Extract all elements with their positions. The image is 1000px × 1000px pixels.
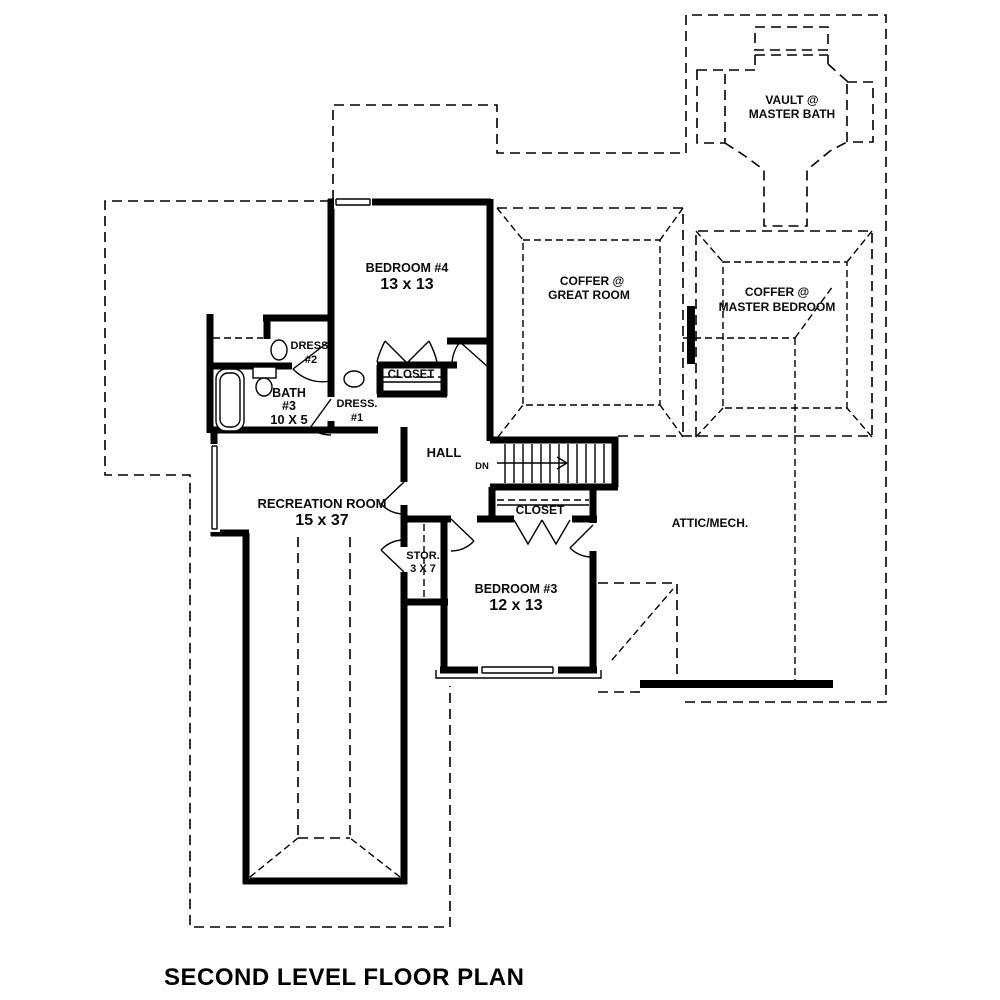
bedroom4-window [334, 195, 372, 209]
dashed-details [213, 337, 589, 599]
room-label-coffer-master-line2: MASTER BEDROOM [719, 300, 836, 314]
bedroom3-window [435, 663, 602, 679]
room-dims-bath3: 10 X 5 [270, 412, 308, 427]
fixtures-layer [215, 339, 365, 432]
room-label-storage: STOR. [406, 550, 439, 562]
plan-title: SECOND LEVEL FLOOR PLAN [164, 964, 524, 991]
vanity-counter [252, 366, 277, 379]
room-label-hall: HALL [427, 445, 462, 460]
room-dims-bedroom3: 12 x 13 [489, 597, 542, 614]
room-label-coffer-great-line2: GREAT ROOM [548, 288, 630, 302]
stairs-down-arrow [497, 456, 568, 470]
room-number-bath3: #3 [282, 399, 296, 413]
room-number-dress2: #2 [305, 354, 317, 366]
recreation-window [208, 444, 220, 532]
room-label-attic: ATTIC/MECH. [672, 516, 748, 530]
room-dims-recreation: 15 x 37 [295, 512, 348, 529]
master-bedroom-coffer-outline [683, 230, 873, 683]
room-label-coffer-master-line1: COFFER @ [745, 285, 809, 299]
room-label-closet-upper: CLOSET [388, 369, 435, 381]
room-label-bedroom3: BEDROOM #3 [475, 582, 558, 596]
room-label-dress2: DRESS. [291, 340, 332, 352]
deck-edge-bar [640, 680, 833, 688]
labels-layer: VAULT @ MASTER BATH COFFER @ GREAT ROOM … [164, 93, 835, 991]
vault-master-bath-outline [696, 26, 874, 227]
room-label-vault-line2: MASTER BATH [749, 107, 835, 121]
room-label-coffer-great-line1: COFFER @ [560, 274, 624, 288]
room-label-vault-line1: VAULT @ [765, 93, 818, 107]
bathtub-inner [219, 372, 241, 428]
toilet [270, 339, 288, 361]
staircase [497, 444, 605, 483]
attic-dashed-detail [598, 582, 678, 683]
dashed-boundary-outlines [104, 14, 887, 928]
room-dims-storage: 3 X 7 [410, 563, 436, 575]
great-room-coffer-outline [496, 207, 684, 438]
room-number-dress1: #1 [351, 412, 363, 424]
room-label-bath3: BATH [272, 386, 306, 400]
windows-layer [208, 195, 602, 679]
doors-layer [292, 340, 594, 573]
room-label-dress1: DRESS. [337, 398, 378, 410]
vanity-sink [255, 377, 273, 397]
room-label-recreation: RECREATION ROOM [257, 496, 386, 511]
room-label-bedroom4: BEDROOM #4 [366, 261, 449, 275]
recreation-vault-lines [249, 537, 401, 878]
dress1-sink [343, 370, 365, 388]
room-label-closet-lower: CLOSET [516, 503, 565, 517]
stairs-dn-label: DN [475, 461, 489, 472]
room-dims-bedroom4: 13 x 13 [380, 276, 433, 293]
